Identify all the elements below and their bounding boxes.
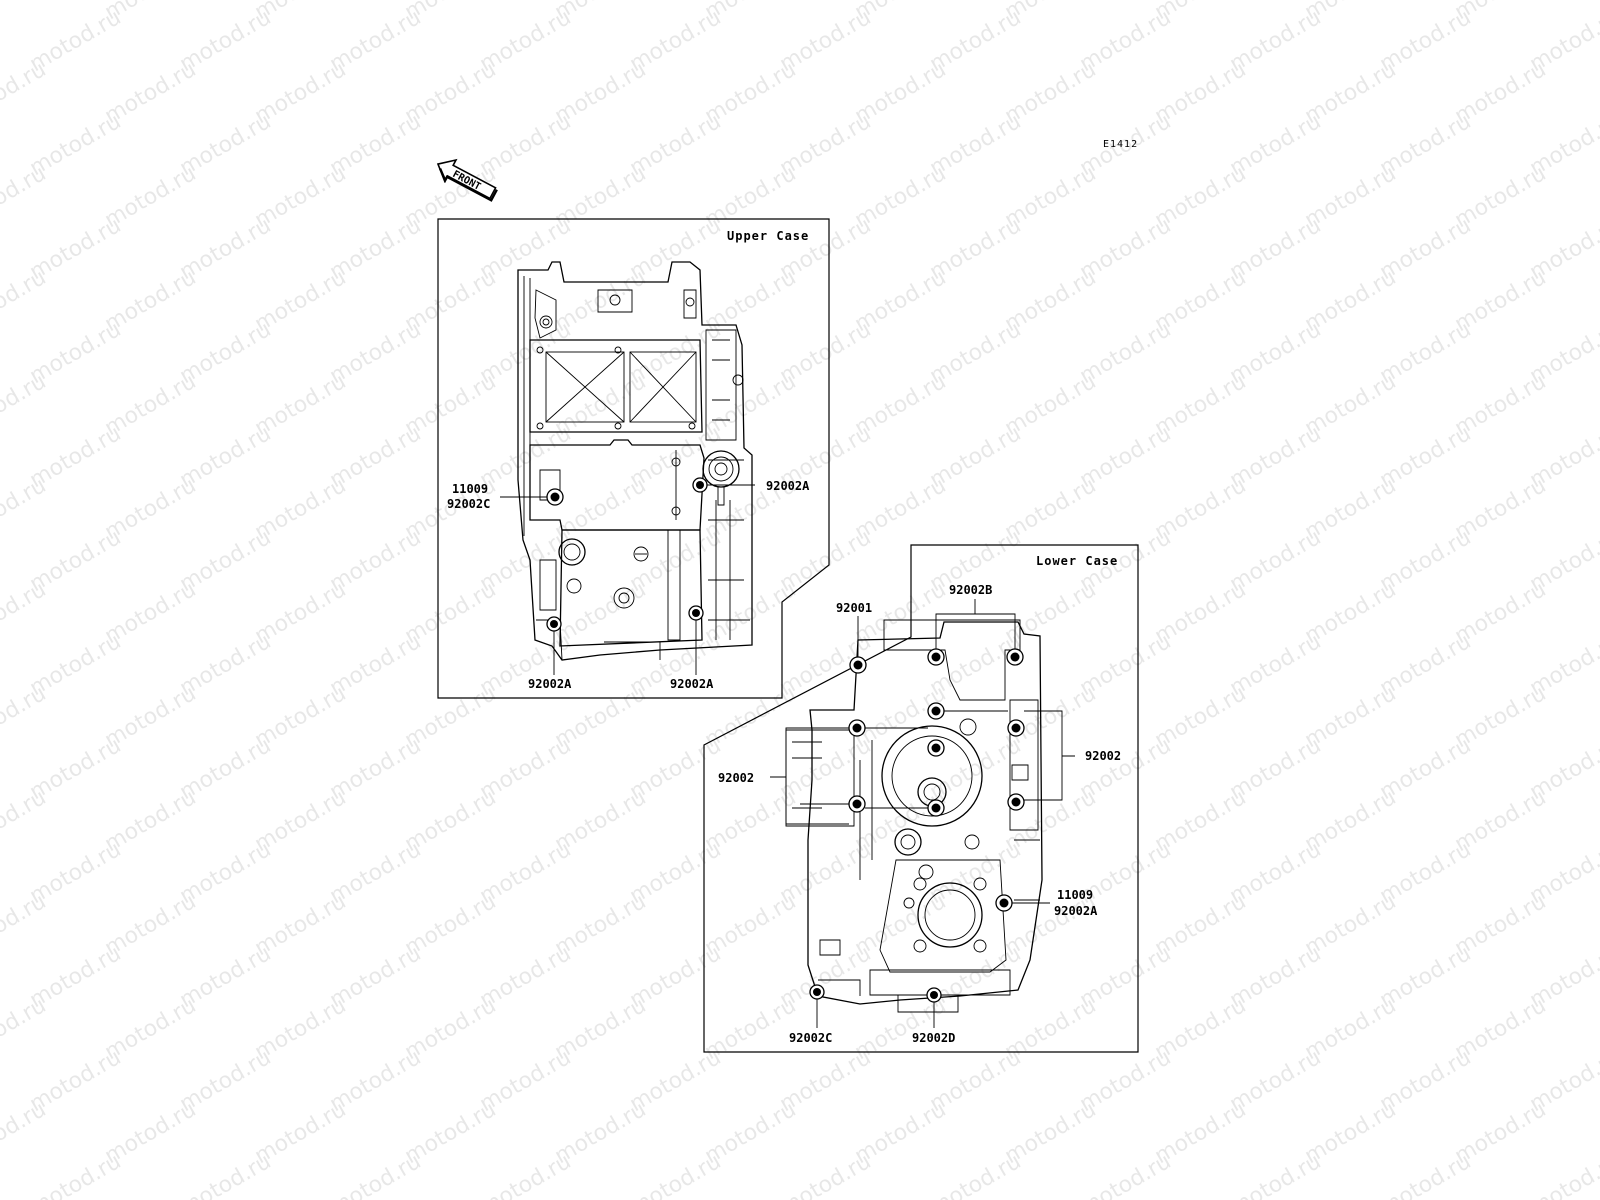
lower-bolt-92002c xyxy=(809,984,825,1000)
callout-lc-92001: 92001 xyxy=(836,601,872,615)
watermark-text: motod.ru xyxy=(0,785,50,857)
watermark-text: motod.ru xyxy=(1076,1149,1176,1200)
upper-bolt-92002a-bottom-right xyxy=(688,605,704,621)
diagram-code: E1412 xyxy=(1103,139,1138,150)
watermark-text: motod.ru xyxy=(0,577,50,649)
lower-bolt-left-upper xyxy=(848,719,866,737)
leader-lc-92002b xyxy=(935,599,1016,649)
lower-case-title: Lower Case xyxy=(1036,554,1118,568)
watermark-text: motod.ru xyxy=(0,161,50,233)
watermark-text: motod.ru xyxy=(176,1149,276,1200)
watermark-text: motod.ru xyxy=(0,473,50,545)
lower-bolt-center-mid xyxy=(927,739,945,757)
callout-lc-92002-left: 92002 xyxy=(718,771,754,785)
watermark-text: motod.ru xyxy=(0,369,50,441)
watermark-text: motod.ru xyxy=(0,993,50,1065)
callout-uc-92002c: 92002C xyxy=(447,497,490,511)
lower-bolt-center-upper xyxy=(927,702,945,720)
callout-uc-11009: 11009 xyxy=(452,482,488,496)
watermark-text: motod.ru xyxy=(0,1097,50,1169)
upper-bolt-11009 xyxy=(546,488,564,506)
callout-uc-92002a-right: 92002A xyxy=(766,479,810,493)
lower-bolt-92002b-right xyxy=(1006,648,1024,666)
lower-case-frame xyxy=(703,544,1139,1053)
callout-lc-11009: 11009 xyxy=(1057,888,1093,902)
watermark-text: motod.ru xyxy=(0,681,50,753)
leader-lc-92002-right xyxy=(944,710,1075,801)
watermark-text: motod.ru xyxy=(926,1149,1026,1200)
upper-case-title: Upper Case xyxy=(727,229,809,243)
watermark-text: motod.ru xyxy=(0,57,50,129)
upper-case-frame xyxy=(437,218,830,699)
watermark-text: motod.ru xyxy=(0,265,50,337)
lower-bolt-center-lower xyxy=(927,799,945,817)
callout-uc-92002a-bottom-right: 92002A xyxy=(670,677,714,691)
callout-lc-92002c: 92002C xyxy=(789,1031,832,1045)
callout-lc-92002b: 92002B xyxy=(949,583,992,597)
lower-case-part xyxy=(785,619,1043,1013)
leader-lc-92002-left xyxy=(770,727,928,825)
watermark-text: motod.ru xyxy=(1376,1149,1476,1200)
callout-uc-92002a-bottom-left: 92002A xyxy=(528,677,572,691)
watermark-text: motod.ru xyxy=(1226,1149,1326,1200)
watermark-text: motod.ru xyxy=(0,889,50,961)
lower-bolt-right-lower xyxy=(1007,793,1025,811)
watermark-text: motod.ru xyxy=(26,1149,126,1200)
upper-case-part xyxy=(517,261,753,661)
lower-bolt-right-upper xyxy=(1007,719,1025,737)
watermark-text: motod.ru xyxy=(626,1149,726,1200)
lower-bolt-left-lower xyxy=(848,795,866,813)
watermark-text: motod.ru xyxy=(776,1149,876,1200)
watermark-text: motod.ru xyxy=(326,1149,426,1200)
lower-bolt-92001 xyxy=(849,656,867,674)
upper-bolt-92002a-bottom-left xyxy=(546,616,562,632)
lower-bolt-92002d xyxy=(926,987,942,1003)
lower-bolt-11009 xyxy=(995,894,1013,912)
watermark-text: motod.ru xyxy=(0,0,50,25)
watermark-text: motod.ru xyxy=(476,1149,576,1200)
callout-lc-92002d: 92002D xyxy=(912,1031,955,1045)
callout-lc-92002a: 92002A xyxy=(1054,904,1098,918)
callout-lc-92002-right: 92002 xyxy=(1085,749,1121,763)
upper-bolt-92002a-right xyxy=(692,477,708,493)
lower-bolt-92002b-left xyxy=(927,648,945,666)
watermark-text: motod.ru xyxy=(1526,1149,1600,1200)
